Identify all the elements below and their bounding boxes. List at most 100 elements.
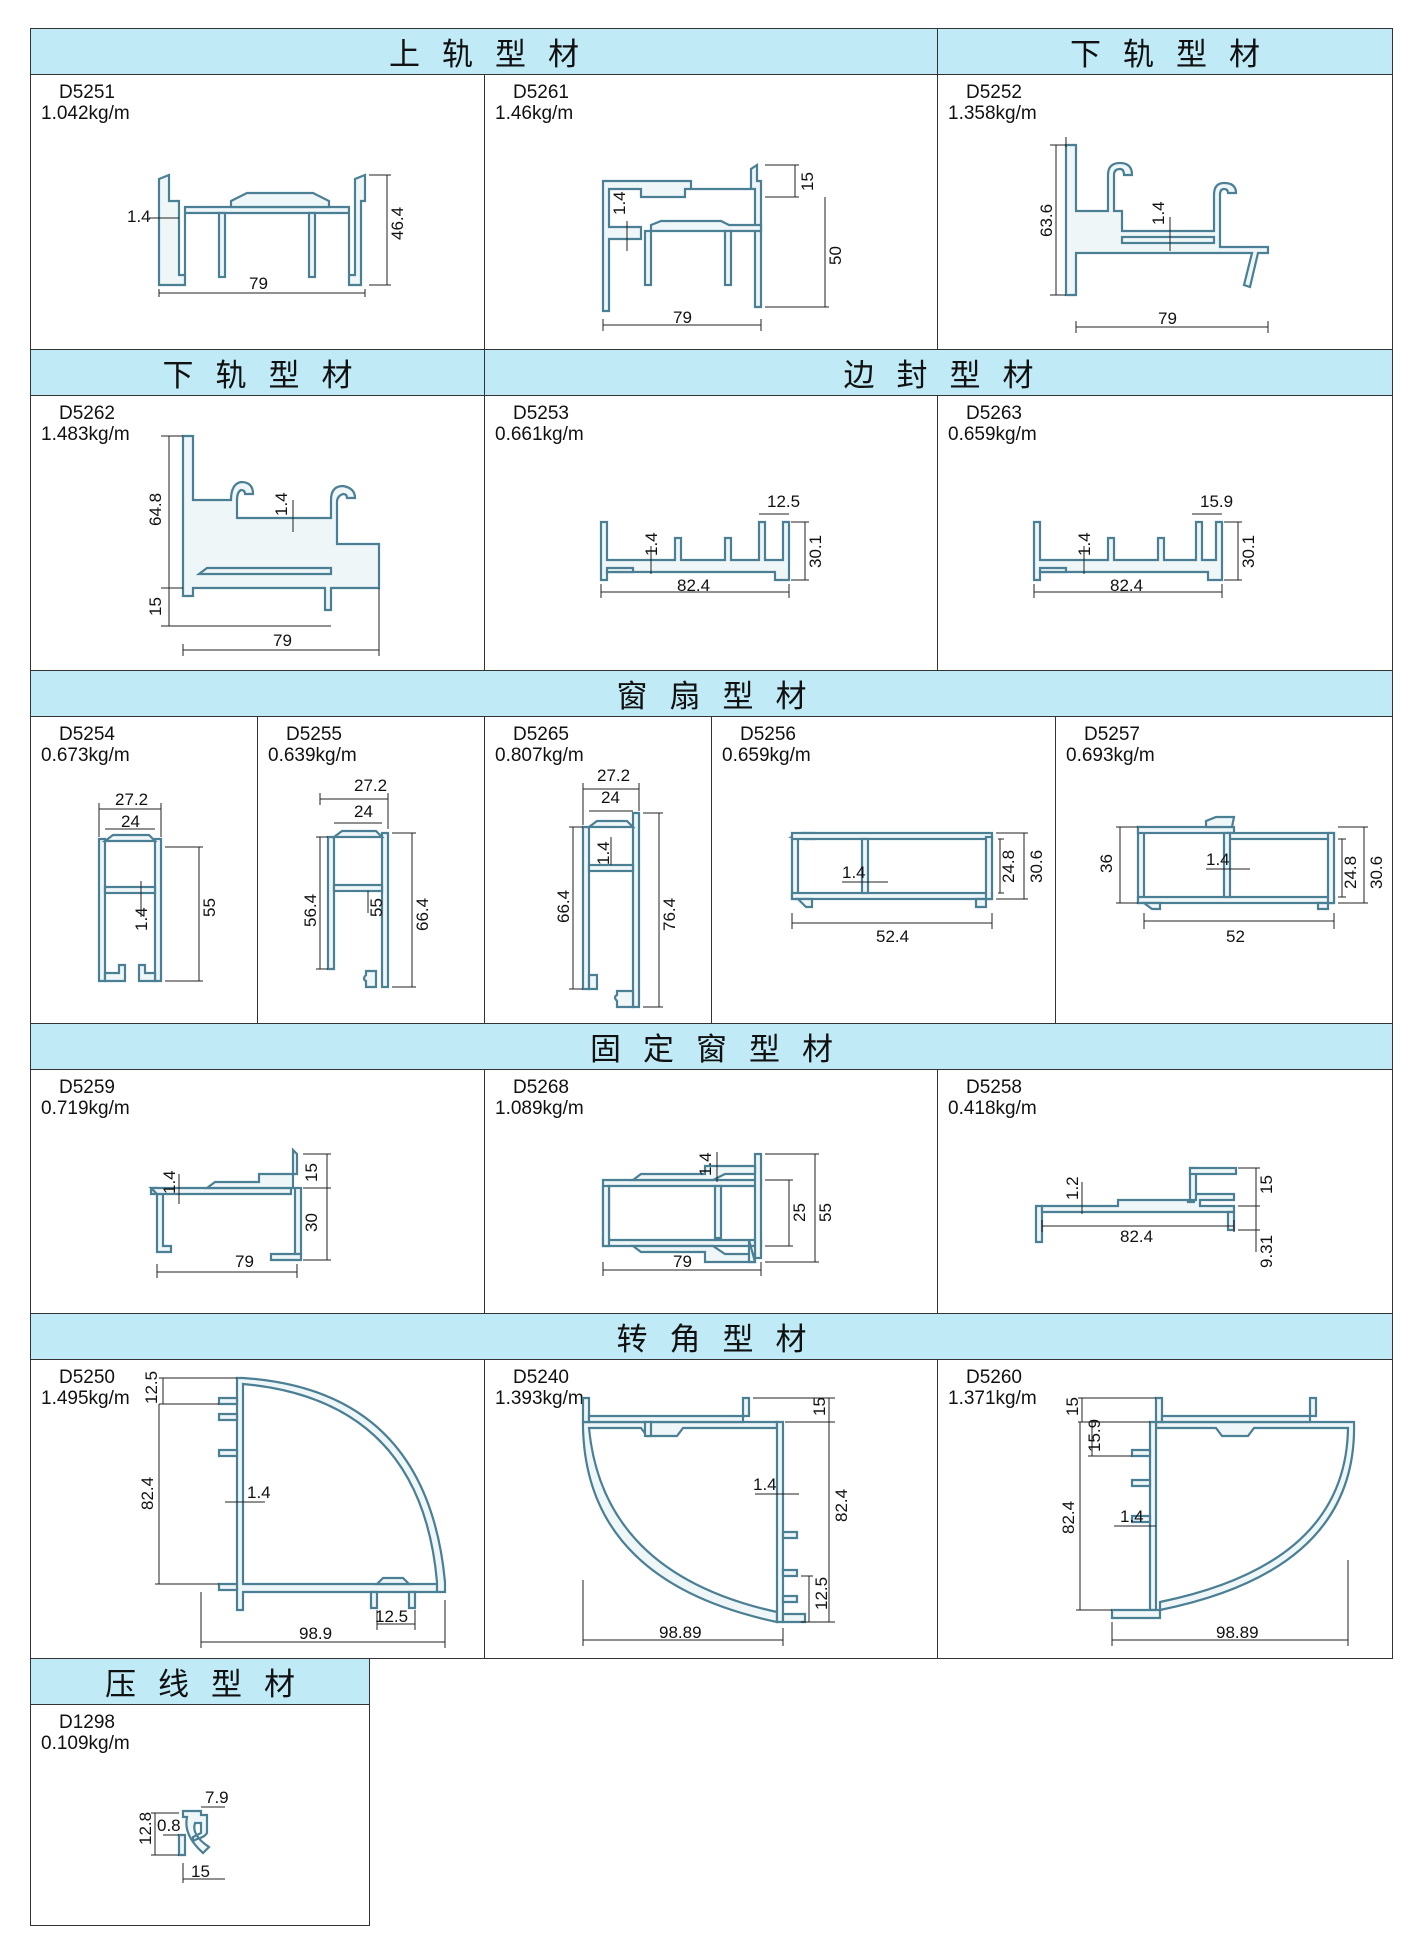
dim-inner-height: 24.8 bbox=[1341, 856, 1360, 889]
profile-weight: 0.659kg/m bbox=[722, 745, 811, 766]
profile-drawing: 1.2 15 82.4 9.31 bbox=[1034, 1166, 1276, 1268]
profile-drawing: 1.4 24.8 30.6 52.4 bbox=[787, 831, 1046, 946]
profile-weight: 1.358kg/m bbox=[948, 103, 1037, 124]
dim-height: 82.4 bbox=[832, 1489, 851, 1522]
dim-height: 30 bbox=[302, 1213, 321, 1232]
profile-weight: 1.46kg/m bbox=[495, 103, 574, 124]
dim-width: 82.4 bbox=[1120, 1227, 1153, 1246]
dim-inner-height: 24.8 bbox=[999, 850, 1018, 883]
profile-code: D5255 bbox=[286, 724, 342, 745]
dim-outer-width: 27.2 bbox=[597, 766, 630, 785]
dim-bottom: 15 bbox=[146, 597, 165, 616]
dim-height: 30.6 bbox=[1027, 850, 1046, 883]
section-header-bead: 压线型材 bbox=[30, 1658, 370, 1705]
profile-code: D5253 bbox=[513, 403, 569, 424]
profile-weight: 1.371kg/m bbox=[948, 1388, 1037, 1409]
profile-card-d5265: D5265 0.807kg/m 27.2 24 1.4 66.4 76.4 bbox=[484, 716, 712, 1024]
profile-code: D5257 bbox=[1084, 724, 1140, 745]
profile-drawing: 1.4 79 46.4 bbox=[127, 173, 407, 297]
dim-wall-thickness: 1.2 bbox=[1063, 1176, 1082, 1200]
dim-top-offset: 12.5 bbox=[142, 1371, 161, 1404]
dim-width: 98.89 bbox=[659, 1623, 702, 1642]
dim-wall-thickness: 1.4 bbox=[272, 492, 291, 516]
dim-mid-height: 55 bbox=[367, 898, 386, 917]
dim-height: 55 bbox=[200, 898, 219, 917]
dim-height: 30.1 bbox=[806, 535, 825, 568]
section-header-bottom-rail: 下轨型材 bbox=[937, 28, 1393, 75]
dim-width: 52 bbox=[1226, 927, 1245, 946]
dim-wall-thickness: 1.4 bbox=[594, 841, 613, 865]
dim-wall-thickness: 1.4 bbox=[610, 191, 629, 215]
dim-top-width: 7.9 bbox=[205, 1788, 229, 1807]
profile-drawing: 63.6 1.4 79 bbox=[1037, 137, 1270, 333]
profile-card-d5250: D5250 1.495kg/m 12.5 82.4 1.4 98.9 bbox=[30, 1359, 485, 1659]
dim-height: 66.4 bbox=[413, 898, 432, 931]
dim-inner-width: 24 bbox=[121, 812, 140, 831]
profile-weight: 0.807kg/m bbox=[495, 745, 584, 766]
profile-weight: 1.495kg/m bbox=[41, 1388, 130, 1409]
profile-code: D5252 bbox=[966, 82, 1022, 103]
profile-drawing: 1.4 15 30 79 bbox=[148, 1147, 331, 1278]
dim-left-height: 36 bbox=[1097, 854, 1116, 873]
profile-weight: 0.673kg/m bbox=[41, 745, 130, 766]
profile-code: D5262 bbox=[59, 403, 115, 424]
dim-wall-thickness: 1.4 bbox=[132, 907, 151, 931]
dim-wall-thickness: 1.4 bbox=[160, 1170, 179, 1194]
dim-inner-offset: 15.9 bbox=[1085, 1419, 1104, 1452]
profile-code: D5259 bbox=[59, 1077, 115, 1098]
dim-top-offset: 15 bbox=[1257, 1175, 1276, 1194]
profile-weight: 0.659kg/m bbox=[948, 424, 1037, 445]
profile-weight: 0.109kg/m bbox=[41, 1733, 130, 1754]
dim-width: 79 bbox=[273, 631, 292, 650]
dim-height: 46.4 bbox=[388, 207, 407, 240]
dim-wall-thickness: 1.4 bbox=[1120, 1507, 1144, 1526]
profile-card-d5268: D5268 1.089kg/m 1.4 25 55 79 bbox=[484, 1069, 939, 1314]
dim-bottom-offset: 12.5 bbox=[375, 1607, 408, 1626]
section-header-fixed-window: 固定窗型材 bbox=[30, 1023, 1393, 1070]
profile-drawing: 1.4 15.9 82.4 30.1 bbox=[1032, 492, 1258, 598]
profile-card-d5260: D5260 1.371kg/m 15 15.9 82.4 1.4 98 bbox=[937, 1359, 1393, 1659]
profile-code: D5261 bbox=[513, 82, 569, 103]
dim-wall-thickness: 1.4 bbox=[642, 532, 661, 556]
dim-width: 82.4 bbox=[677, 576, 710, 595]
section-header-bottom-rail-2: 下轨型材 bbox=[30, 349, 485, 396]
profile-weight: 1.042kg/m bbox=[41, 103, 130, 124]
profile-card-d5257: D5257 0.693kg/m 36 1.4 24.8 30.6 52 bbox=[1055, 716, 1393, 1024]
profile-weight: 1.393kg/m bbox=[495, 1388, 584, 1409]
dim-inner-height: 25 bbox=[790, 1203, 809, 1222]
dim-wall-thickness: 1.4 bbox=[1075, 532, 1094, 556]
dim-inner-width: 24 bbox=[601, 788, 620, 807]
profile-card-d5258: D5258 0.418kg/m 1.2 15 82.4 9.31 bbox=[937, 1069, 1393, 1314]
profile-card-d5263: D5263 0.659kg/m 1.4 15.9 82.4 30.1 bbox=[937, 395, 1393, 671]
profile-weight: 1.483kg/m bbox=[41, 424, 130, 445]
profile-weight: 0.719kg/m bbox=[41, 1098, 130, 1119]
dim-left-height: 66.4 bbox=[554, 890, 573, 923]
profile-drawing: 15 15.9 82.4 1.4 98.89 bbox=[1059, 1396, 1356, 1646]
dim-width: 98.89 bbox=[1216, 1623, 1259, 1642]
profile-drawing: 1.4 79 15 50 bbox=[601, 162, 845, 331]
dim-wall-thickness: 1.4 bbox=[247, 1483, 271, 1502]
dim-height: 12.8 bbox=[136, 1812, 155, 1845]
dim-height: 76.4 bbox=[660, 898, 679, 931]
profile-card-d5259: D5259 0.719kg/m 1.4 15 30 79 bbox=[30, 1069, 485, 1314]
section-header-top-rail: 上轨型材 bbox=[30, 28, 938, 75]
dim-width: 79 bbox=[673, 308, 692, 327]
dim-wall-thickness: 1.4 bbox=[753, 1475, 777, 1494]
dim-height: 30.6 bbox=[1367, 856, 1386, 889]
dim-outer-width: 27.2 bbox=[354, 776, 387, 795]
dim-top-offset: 15 bbox=[1063, 1397, 1082, 1416]
profile-card-d1298: D1298 0.109kg/m 7.9 12.8 0.8 15 bbox=[30, 1704, 370, 1926]
dim-width: 15 bbox=[191, 1862, 210, 1881]
profile-card-d5240: D5240 1.393kg/m 15 1.4 82.4 12.5 bbox=[484, 1359, 939, 1659]
profile-weight: 1.089kg/m bbox=[495, 1098, 584, 1119]
profile-drawing: 27.2 24 55 1.4 bbox=[97, 790, 219, 983]
dim-width: 82.4 bbox=[1110, 576, 1143, 595]
dim-height: 63.6 bbox=[1037, 204, 1056, 237]
dim-height: 82.4 bbox=[138, 1477, 157, 1510]
dim-left-height: 56.4 bbox=[301, 894, 320, 927]
profile-code: D5256 bbox=[740, 724, 796, 745]
dim-height: 50 bbox=[826, 246, 845, 265]
dim-width: 98.9 bbox=[299, 1624, 332, 1643]
dim-width: 79 bbox=[235, 1252, 254, 1271]
